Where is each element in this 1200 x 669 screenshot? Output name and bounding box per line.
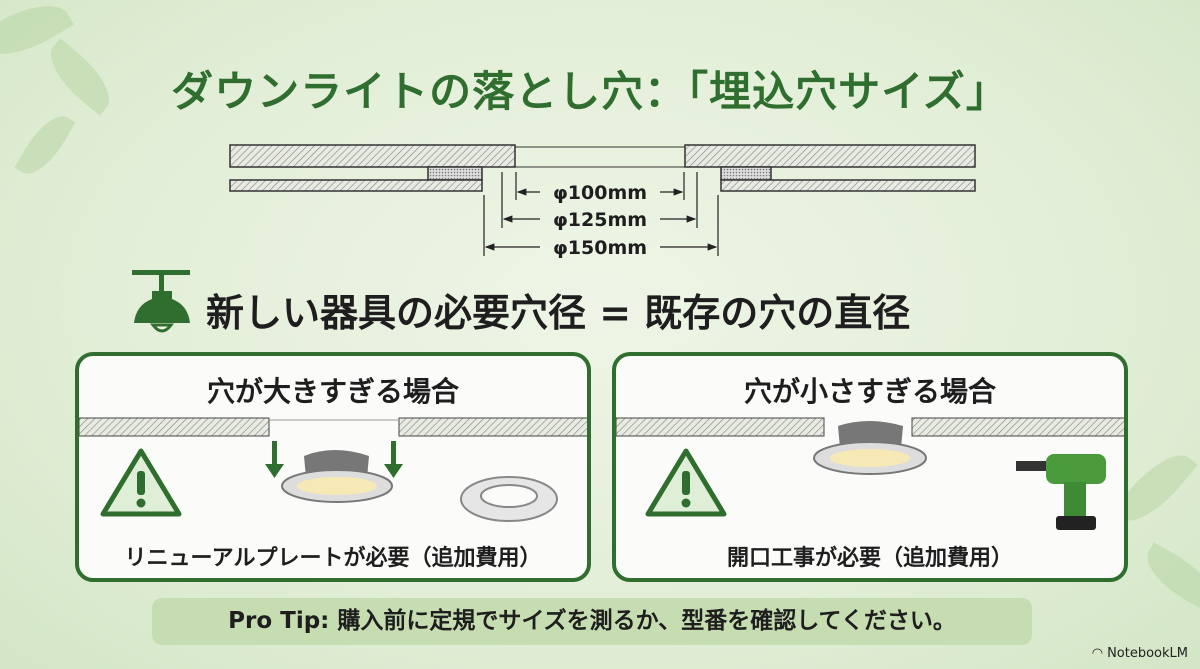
warning-icon [100,448,182,517]
dimension-lines [483,172,719,256]
card-caption: 開口工事が必要（追加費用） [726,546,1013,571]
branding-label: NotebookLM [1107,646,1188,661]
ceiling-section-icon [911,417,1124,437]
card-hole-too-small: 穴が小さすぎる場合 開口工事が必要（追加費用） [612,352,1128,582]
leaf-decoration [1136,542,1200,612]
card-title: 穴が大きすぎる場合 [206,375,459,408]
dimension-label-125: φ125mm [553,209,647,231]
card-title: 穴が小さすぎる場合 [743,375,996,408]
page-title: ダウンライトの落とし穴：「埋込穴サイズ」 [171,67,1009,116]
ceiling-board-upper [229,144,976,168]
card-illustration [79,417,587,522]
down-arrow-icon [265,441,403,478]
renewal-plate-icon [460,476,558,522]
downlight-icon [813,421,927,475]
dimension-label-100: φ100mm [553,182,647,204]
ceiling-section-icon [79,417,270,437]
power-drill-icon [1016,454,1106,530]
notebooklm-logo: ◠ NotebookLM [1092,646,1188,661]
card-hole-too-large: 穴が大きすぎる場合 リニューアルプレートが必要（追加費用） [75,352,591,582]
ceiling-section-icon [398,417,587,437]
ceiling-section-icon [616,417,825,437]
card-illustration [616,417,1124,530]
dimension-label-150: φ150mm [553,237,647,259]
downlight-icon [281,450,393,503]
pendant-lamp-icon [132,270,190,333]
card-caption: リニューアルプレートが必要（追加費用） [124,546,542,571]
key-rule-heading: 新しい器具の必要穴径 = 既存の穴の直径 [206,291,911,335]
pro-tip-banner: Pro Tip: 購入前に定規でサイズを測るか、型番を確認してください。 [152,598,1032,645]
warning-icon [645,448,727,517]
ceiling-board-lower [229,166,976,192]
notebooklm-icon: ◠ [1091,646,1104,661]
hole-size-diagram: φ100mm φ125mm φ150mm [229,144,976,259]
